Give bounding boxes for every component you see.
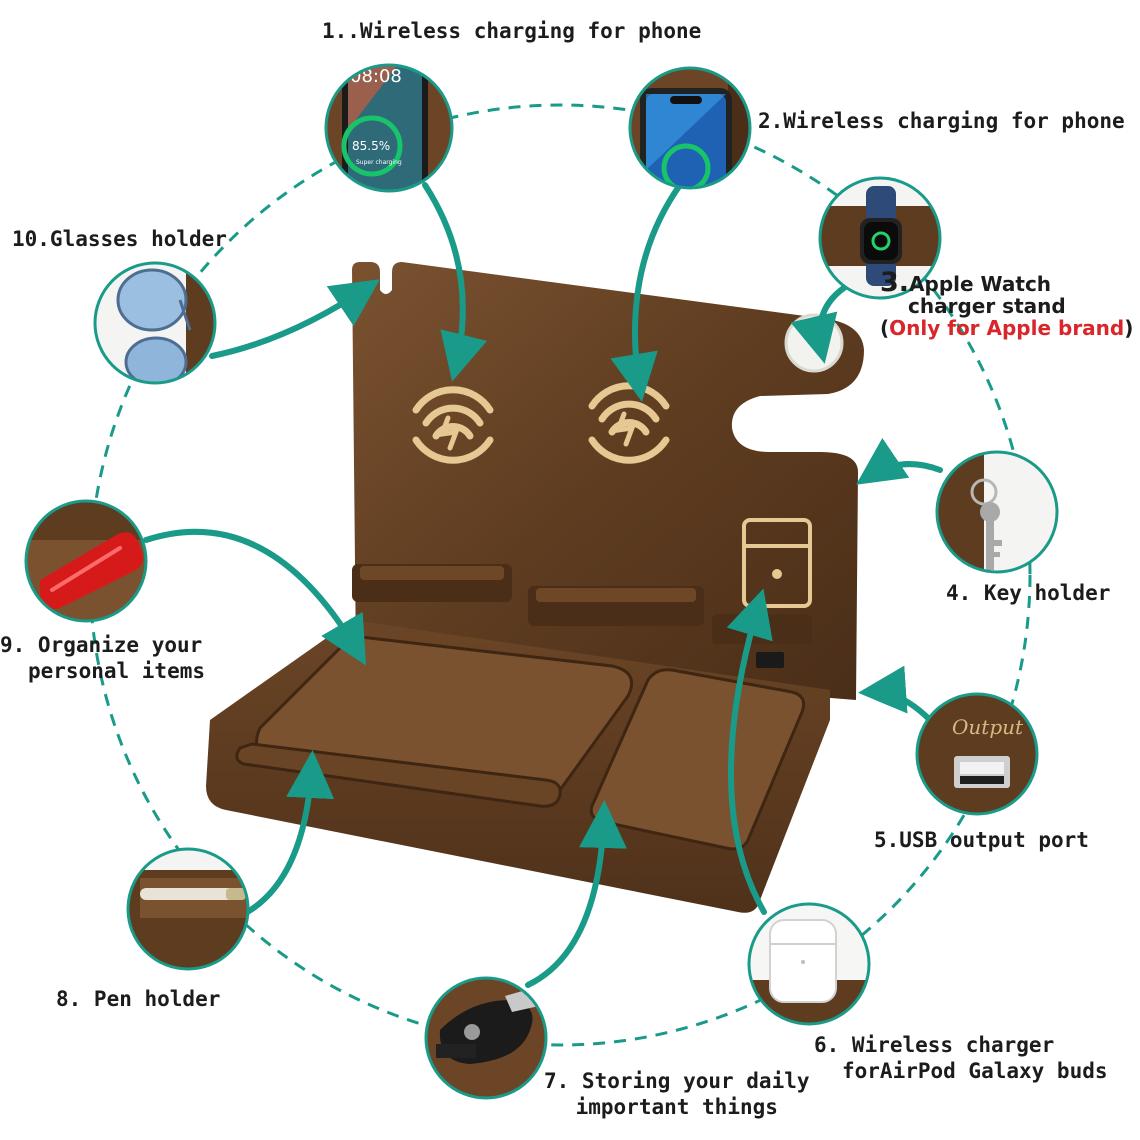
arrow-2 [610, 182, 683, 402]
feature-3-line2: charger stand [908, 294, 1066, 318]
feature-circle-2 [628, 66, 752, 190]
label-feature-6: 6. Wireless charger forAirPod Galaxy bud… [814, 1032, 1108, 1084]
feature-circle-10 [93, 261, 217, 385]
label-feature-9: 9. Organize your personal items [0, 632, 205, 684]
usb-port-side [756, 652, 784, 668]
usb-output-text: Output [952, 715, 1024, 739]
label-feature-7: 7. Storing your daily important things [544, 1068, 810, 1120]
label-feature-2: 2.Wireless charging for phone [758, 109, 1125, 133]
feature-7-line2: important things [575, 1095, 778, 1119]
feature-6-line1: 6. Wireless charger [814, 1033, 1055, 1057]
phone-status: Super charging [356, 159, 402, 166]
arrow-6 [726, 588, 773, 915]
earbuds-ledge [712, 614, 812, 644]
feature-circle-5: Output [915, 692, 1039, 816]
feature-circle-8 [126, 847, 250, 971]
earbuds-charging-engraving [742, 518, 812, 608]
feature-3-note-open: ( [880, 316, 890, 340]
arrow-5 [858, 665, 933, 723]
phone-time: 08:08 [350, 66, 402, 87]
label-feature-4: 4. Key holder [946, 581, 1111, 605]
feature-3-line1: Apple Watch [909, 272, 1052, 296]
feature-7-line1: 7. Storing your daily [544, 1069, 810, 1093]
label-feature-1: 1..Wireless charging for phone [322, 19, 702, 43]
feature-circle-1: 08:08 85.5% Super charging [324, 63, 454, 193]
feature-3-note-close: ) [1124, 316, 1134, 340]
feature-circle-7 [424, 976, 548, 1100]
arrow-1 [422, 182, 488, 382]
feature-9-line1: 9. Organize your [0, 633, 203, 657]
arrow-7 [525, 800, 627, 988]
feature-circle-6 [747, 902, 871, 1026]
feature-6-line2: forAirPod Galaxy buds [842, 1059, 1108, 1083]
label-feature-5: 5.USB output port [874, 828, 1089, 852]
arrow-9 [143, 528, 367, 666]
feature-circle-9 [24, 499, 148, 623]
arrow-8 [241, 750, 335, 917]
label-feature-3: 3.Apple Watch charger stand (Only for Ap… [880, 269, 1134, 340]
phone-battery: 85.5% [352, 139, 390, 153]
feature-circle-4 [935, 450, 1059, 574]
feature-3-note: Only for Apple brand [889, 316, 1125, 340]
arrow-10 [209, 279, 380, 359]
watch-charger-puck [784, 313, 844, 373]
feature-9-line2: personal items [28, 659, 206, 683]
label-feature-10: 10.Glasses holder [12, 227, 227, 251]
feature-3-number: 3. [880, 267, 910, 298]
wireless-charging-engraving-left [412, 386, 494, 464]
feature-circle-3 [818, 176, 942, 300]
feature-arrows [143, 182, 943, 988]
label-feature-8: 8. Pen holder [56, 987, 221, 1011]
arrow-4 [856, 437, 943, 485]
